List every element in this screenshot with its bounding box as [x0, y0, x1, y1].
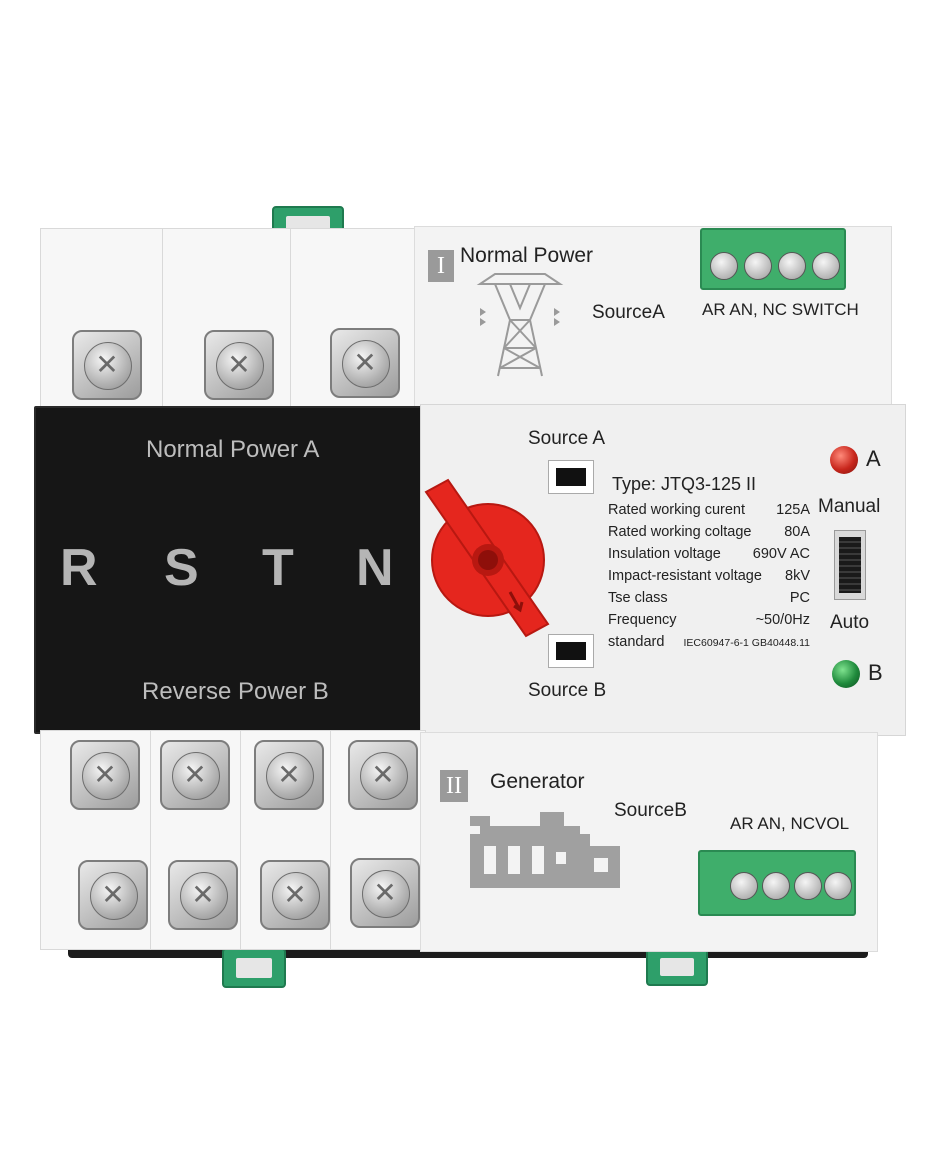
source-b-panel-label: SourceB	[614, 800, 687, 821]
bottom-signal-terminal-block[interactable]	[698, 850, 856, 916]
source-a-label: Source A	[528, 428, 606, 449]
roman-numeral-two: II	[440, 770, 468, 802]
source-a-led	[830, 446, 858, 474]
generator-title: Generator	[490, 770, 585, 793]
generator-icon	[470, 812, 620, 888]
bottom-upper-screw-1[interactable]	[70, 740, 140, 810]
led-b-label: B	[868, 660, 883, 685]
top-signal-terminal-block[interactable]	[700, 228, 846, 290]
manual-auto-switch[interactable]	[834, 530, 866, 600]
spec-row: Rated working coltage 80A	[608, 524, 810, 540]
spec-name: Rated working coltage	[608, 524, 752, 540]
spec-value: ~50/0Hz	[755, 612, 810, 628]
power-tower-icon	[476, 273, 564, 377]
phase-t-label: T	[262, 539, 294, 597]
bottom-lower-screw-1[interactable]	[78, 860, 148, 930]
bottom-din-clip-left[interactable]	[222, 948, 286, 988]
spec-value: IEC60947-6-1 GB40448.11	[683, 637, 810, 649]
bottom-lower-screw-3[interactable]	[260, 860, 330, 930]
bottom-terminal-screw[interactable]	[730, 872, 758, 900]
source-b-window	[548, 634, 594, 668]
phase-s-label: S	[164, 539, 199, 597]
spec-name: Frequency	[608, 612, 677, 628]
bottom-din-clip-right[interactable]	[646, 948, 708, 986]
bottom-lower-screw-4[interactable]	[350, 858, 420, 928]
spec-row: Impact-resistant voltage 8kV	[608, 568, 810, 584]
bottom-upper-screw-3[interactable]	[254, 740, 324, 810]
spec-row: Insulation voltage 690V AC	[608, 546, 810, 562]
bottom-upper-screw-4[interactable]	[348, 740, 418, 810]
top-terminal-screw-3[interactable]	[330, 328, 400, 398]
bottom-terminal-label: AR AN, NCVOL	[730, 814, 850, 833]
spec-name: Impact-resistant voltage	[608, 568, 762, 584]
spec-row: standard IEC60947-6-1 GB40448.11	[608, 634, 810, 650]
top-terminal-label: AR AN, NC SWITCH	[702, 300, 859, 319]
phase-r-label: R	[60, 539, 98, 597]
source-b-label: Source B	[528, 680, 607, 701]
spec-row: Frequency ~50/0Hz	[608, 612, 810, 628]
top-terminal-screw[interactable]	[744, 252, 772, 280]
transfer-knob[interactable]	[422, 474, 558, 644]
spec-name: standard	[608, 634, 665, 650]
source-b-led	[832, 660, 860, 688]
top-terminal-screw-1[interactable]	[72, 330, 142, 400]
spec-type: Type: JTQ3-125 II	[612, 474, 757, 494]
black-cover	[34, 406, 428, 734]
manual-label: Manual	[818, 496, 881, 517]
bottom-terminal-screw[interactable]	[794, 872, 822, 900]
reverse-power-b-label: Reverse Power B	[142, 678, 329, 705]
normal-power-a-label: Normal Power A	[146, 436, 320, 463]
spec-name: Tse class	[608, 590, 668, 606]
bottom-terminal-screw[interactable]	[824, 872, 852, 900]
spec-row: Tse class PC	[608, 590, 810, 606]
spec-name: Rated working curent	[608, 502, 746, 518]
spec-value: 80A	[784, 524, 810, 540]
spec-name: Insulation voltage	[608, 546, 721, 562]
source-a-panel-label: SourceA	[592, 302, 665, 323]
auto-label: Auto	[830, 612, 870, 633]
top-terminal-screw[interactable]	[710, 252, 738, 280]
source-a-window	[548, 460, 594, 494]
top-terminal-screw-2[interactable]	[204, 330, 274, 400]
bottom-terminal-screw[interactable]	[762, 872, 790, 900]
spec-value: 690V AC	[752, 546, 810, 562]
phase-n-label: N	[356, 539, 394, 597]
spec-value: 125A	[776, 502, 810, 518]
spec-value: 8kV	[785, 568, 810, 584]
roman-numeral-one: I	[428, 250, 454, 282]
top-terminal-screw[interactable]	[812, 252, 840, 280]
top-terminal-screw[interactable]	[778, 252, 806, 280]
bottom-upper-screw-2[interactable]	[160, 740, 230, 810]
spec-value: PC	[789, 590, 810, 606]
normal-power-title: Normal Power	[460, 244, 594, 267]
bottom-lower-screw-2[interactable]	[168, 860, 238, 930]
led-a-label: A	[866, 446, 881, 471]
spec-row: Rated working curent 125A	[608, 502, 810, 518]
